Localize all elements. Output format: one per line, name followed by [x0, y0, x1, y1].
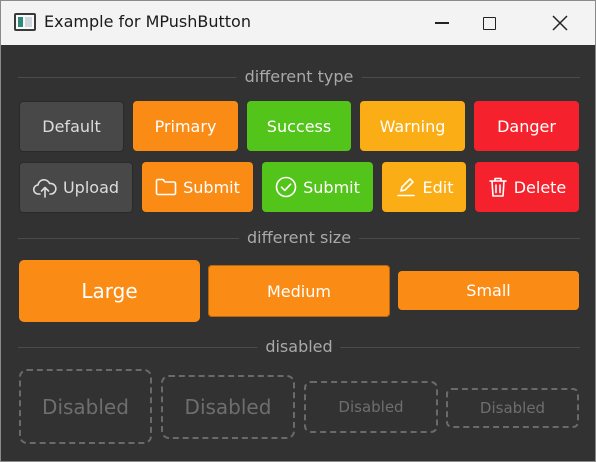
section-label-size: different size	[238, 228, 360, 248]
medium-button[interactable]: Medium	[208, 265, 390, 317]
maximize-icon	[482, 16, 496, 30]
section-label-type: different type	[236, 67, 362, 87]
cloud-upload-icon	[32, 178, 57, 198]
edit-button[interactable]: Edit	[382, 162, 466, 212]
check-circle-icon	[275, 176, 297, 198]
primary-button[interactable]: Primary	[133, 101, 238, 151]
submit-check-button[interactable]: Submit	[262, 162, 373, 212]
delete-button[interactable]: Delete	[475, 162, 579, 212]
divider-disabled: disabled	[18, 337, 580, 357]
default-button[interactable]: Default	[19, 101, 124, 152]
divider-different-size: different size	[18, 228, 580, 248]
success-button[interactable]: Success	[247, 101, 351, 151]
window-title: Example for MPushButton	[44, 12, 251, 31]
section-label-disabled: disabled	[257, 337, 341, 357]
divider-different-type: different type	[18, 67, 580, 87]
maximize-button[interactable]	[466, 1, 512, 45]
close-button[interactable]	[537, 1, 583, 45]
large-button[interactable]: Large	[19, 260, 200, 322]
minimize-icon	[435, 22, 449, 24]
minimize-button[interactable]	[419, 1, 465, 45]
trash-icon	[488, 177, 507, 197]
app-icon	[14, 13, 36, 31]
submit-folder-button[interactable]: Submit	[142, 162, 253, 212]
small-button[interactable]: Small	[398, 271, 579, 310]
folder-icon	[155, 178, 177, 196]
warning-button[interactable]: Warning	[360, 101, 465, 151]
disabled-button-medium: Disabled	[161, 375, 295, 439]
disabled-button-large: Disabled	[19, 369, 152, 444]
disabled-button-small: Disabled	[304, 381, 438, 433]
upload-button[interactable]: Upload	[19, 162, 133, 213]
danger-button[interactable]: Danger	[474, 101, 579, 151]
title-bar: Example for MPushButton	[1, 1, 595, 45]
close-icon	[552, 15, 568, 31]
edit-icon	[396, 178, 415, 197]
disabled-button-tiny: Disabled	[446, 388, 579, 428]
